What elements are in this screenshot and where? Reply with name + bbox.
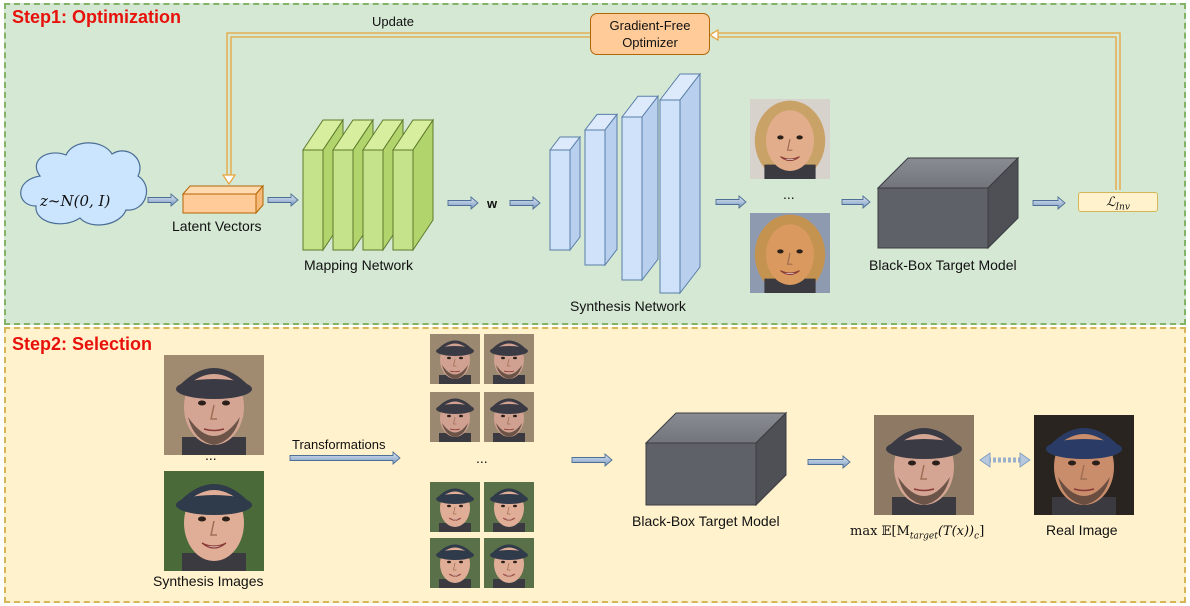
transformed-image-3 bbox=[430, 392, 480, 442]
flow-arrow bbox=[147, 193, 179, 207]
flow-arrow bbox=[447, 196, 479, 210]
latent-vectors-label: Latent Vectors bbox=[172, 218, 262, 234]
loss-box: ℒInv bbox=[1078, 192, 1158, 213]
synthesis-ellipsis: ... bbox=[205, 447, 217, 463]
black-box-label-step2: Black-Box Target Model bbox=[632, 513, 780, 529]
faces-ellipsis: ... bbox=[783, 186, 795, 202]
flow-arrow bbox=[1032, 196, 1066, 210]
gradient-free-optimizer: Gradient-Free Optimizer bbox=[590, 13, 710, 55]
flow-arrow bbox=[841, 195, 871, 209]
latent-vector-box bbox=[181, 184, 265, 215]
transformed-image-4 bbox=[484, 392, 534, 442]
synthesis-layer bbox=[620, 94, 660, 282]
objective-formula: max 𝔼[Mtarget(T(x))c] bbox=[850, 524, 984, 542]
black-box-model-step1 bbox=[876, 156, 1020, 250]
update-label: Update bbox=[372, 14, 414, 29]
synthesis-images-label: Synthesis Images bbox=[153, 573, 264, 589]
generated-face-2 bbox=[750, 213, 830, 293]
cloud-shape bbox=[20, 142, 148, 226]
real-image-label: Real Image bbox=[1046, 522, 1118, 538]
synthesis-layer bbox=[548, 135, 582, 252]
step1-title: Step1: Optimization bbox=[12, 7, 182, 27]
synthesis-image-1 bbox=[164, 355, 264, 455]
objective-subscript: target bbox=[909, 531, 938, 542]
flow-arrow bbox=[509, 196, 541, 210]
real-image bbox=[1034, 415, 1134, 515]
black-box-model-step2 bbox=[644, 411, 788, 507]
generated-face-1 bbox=[750, 99, 830, 179]
comparison-arrow bbox=[979, 452, 1031, 468]
transformations-label: Transformations bbox=[292, 437, 386, 452]
optimizer-line1: Gradient-Free bbox=[609, 18, 691, 33]
transformed-image-5 bbox=[430, 482, 480, 532]
flow-arrow bbox=[807, 455, 851, 469]
feedback-arrowhead-latent bbox=[221, 174, 237, 186]
mapping-layer bbox=[392, 118, 434, 252]
mapping-network bbox=[302, 118, 434, 252]
synthesis-network bbox=[548, 72, 702, 295]
mapping-network-label: Mapping Network bbox=[304, 257, 413, 273]
objective-middle: (T(x)) bbox=[937, 524, 975, 539]
objective-subscript-c: c bbox=[974, 531, 980, 542]
synthesis-network-label: Synthesis Network bbox=[570, 298, 686, 314]
flow-arrow bbox=[289, 451, 401, 465]
synthesis-layer bbox=[583, 112, 619, 267]
flow-arrows bbox=[147, 193, 1066, 469]
transform-grid-ellipsis: ... bbox=[476, 450, 488, 466]
synthesis-layer bbox=[658, 72, 702, 295]
flow-arrow bbox=[715, 195, 747, 209]
transformed-image-8 bbox=[484, 538, 534, 588]
objective-end: ] bbox=[979, 524, 985, 539]
w-label: w bbox=[487, 196, 498, 211]
transformed-image-2 bbox=[484, 334, 534, 384]
step2-title: Step2: Selection bbox=[12, 334, 153, 354]
feedback-loop bbox=[226, 32, 1121, 190]
cloud-formula: z~N(0, I) bbox=[40, 192, 111, 210]
transformed-image-6 bbox=[484, 482, 534, 532]
synthesis-image-2 bbox=[164, 471, 264, 571]
feedback-arrowhead-optimizer bbox=[708, 28, 719, 42]
transformed-image-7 bbox=[430, 538, 480, 588]
flow-arrow bbox=[571, 453, 613, 467]
black-box-label-step1: Black-Box Target Model bbox=[869, 257, 1017, 273]
loss-subscript: Inv bbox=[1115, 202, 1130, 213]
loss-symbol: ℒ bbox=[1106, 195, 1116, 210]
optimizer-line2: Optimizer bbox=[622, 35, 678, 50]
selected-image bbox=[874, 415, 974, 515]
flow-arrow bbox=[267, 193, 299, 207]
objective-head: max 𝔼[M bbox=[850, 524, 910, 539]
transformed-image-1 bbox=[430, 334, 480, 384]
